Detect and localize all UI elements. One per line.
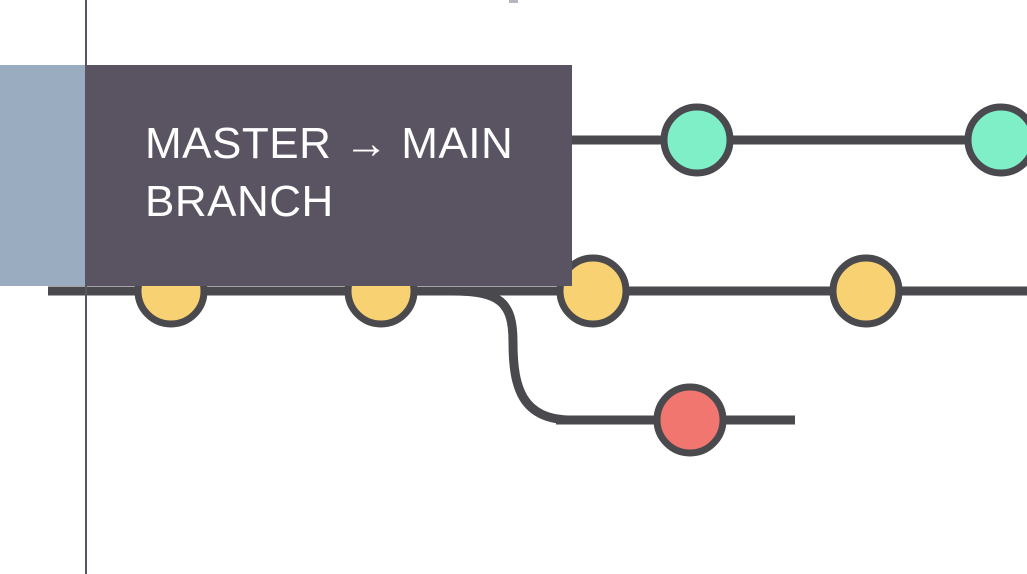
branch-off-curve bbox=[447, 286, 577, 425]
commit-node-feature-1[interactable] bbox=[660, 103, 734, 177]
master-to-main-callout: MASTER → MAIN BRANCH bbox=[85, 65, 572, 286]
clipped-marker-icon bbox=[509, 0, 518, 3]
slide-guide-line bbox=[85, 0, 87, 574]
commit-node-hotfix-1[interactable] bbox=[653, 383, 727, 457]
commit-node-main-3[interactable] bbox=[556, 254, 630, 328]
callout-text: MASTER → MAIN BRANCH bbox=[145, 119, 514, 226]
slide-left-panel bbox=[0, 65, 85, 286]
commit-node-main-4[interactable] bbox=[829, 254, 903, 328]
commit-node-feature-2[interactable] bbox=[964, 103, 1027, 177]
